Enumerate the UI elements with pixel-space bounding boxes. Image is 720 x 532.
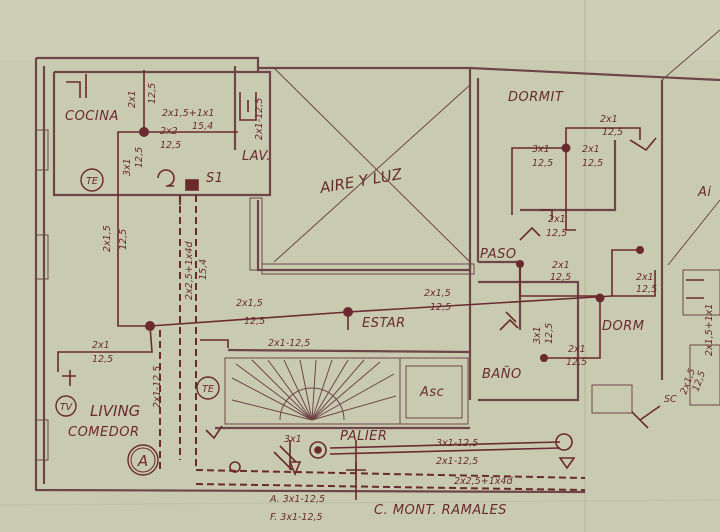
sc-label: SC — [664, 394, 677, 405]
wire-label: 3x1-12,5 — [436, 438, 478, 449]
wire-label: 2x1-12,5 — [254, 98, 265, 140]
junction-dot — [145, 321, 155, 331]
fixtures — [62, 74, 704, 480]
wire-label: 12,5 — [544, 323, 555, 344]
wire-label: 12,5 — [566, 357, 587, 368]
room-label-dormit: DORMIT — [508, 90, 564, 105]
wire-label: A. 3x1-12,5 — [269, 494, 325, 505]
wire-label: 12,5 — [636, 284, 657, 295]
section-mark-a: A — [137, 452, 148, 470]
wire-label: 2x1-12,5 — [268, 338, 310, 349]
sink-icon — [239, 92, 257, 121]
wire-label: 2x2,5+1x4d — [184, 241, 195, 300]
junction-dot — [540, 354, 548, 362]
wire-label: 2x1 — [582, 144, 600, 155]
wire-label: 2x1-12,5 — [436, 456, 478, 467]
wire-label: 2x1,5+1x1 — [162, 108, 214, 119]
wire-label: 12,5 — [244, 316, 265, 327]
wire-label: 15,4 — [192, 121, 213, 132]
wire-label: 2x1,5+1x1 — [704, 304, 715, 356]
wire-label: 12,5 — [134, 147, 145, 168]
wire-label: 15,4 — [198, 259, 209, 280]
room-label-lav: LAV. — [242, 149, 271, 164]
outlet-icon — [62, 370, 76, 386]
room-label-living: LIVING — [90, 402, 140, 420]
switch-icon — [157, 169, 175, 187]
mont-ramales-label: C. MONT. RAMALES — [374, 503, 507, 518]
room-label-comedor: COMEDOR — [68, 425, 140, 440]
wire-label: 12,5 — [118, 229, 129, 250]
wire-label: 12,5 — [92, 354, 113, 365]
wire-label: 12,5 — [160, 140, 181, 151]
switch-icon — [205, 425, 223, 440]
rising-main-icon — [273, 445, 297, 471]
room-label-dorm: DORM — [602, 319, 645, 334]
tv-symbol: TV — [60, 402, 74, 413]
room-label-bano: BAÑO — [482, 366, 522, 382]
wire-label: 2x1 — [552, 260, 570, 271]
triangle-icon — [558, 457, 576, 470]
walls — [34, 29, 720, 494]
ground-icon — [346, 462, 366, 480]
wire-label: 2x2,5+1x4d — [454, 476, 513, 487]
te-symbol-estar: TE — [202, 384, 214, 395]
wire-label: 3x1 — [122, 158, 133, 176]
wire-label: 3x1 — [532, 326, 543, 344]
junction-dot — [561, 143, 571, 153]
room-label-paso: PASO — [480, 247, 517, 262]
wire-label: 12,5 — [582, 158, 603, 169]
outlet-icon — [66, 74, 87, 98]
wire-label: 2x1,5 — [424, 288, 451, 299]
wire-label: 12,5 — [147, 83, 158, 104]
wire-label: 2x1 — [127, 90, 138, 108]
panel-board-icon — [185, 179, 199, 191]
room-label-asc: Asc — [419, 385, 444, 400]
wire-label: 2x1 — [92, 340, 110, 351]
wire-annotations: 2x1 12,5 2x1,5+1x1 15,4 2x2 12,5 3x1 12,… — [92, 83, 715, 523]
junction-dot — [343, 307, 353, 317]
outlet-icon — [686, 279, 704, 299]
wire-label: 2x1,5 — [102, 225, 113, 252]
wire-label: 12,5 — [550, 272, 571, 283]
wire-label: 2x1 — [600, 114, 618, 125]
wire-label: 2x1 — [548, 214, 566, 225]
lamp-icon — [499, 311, 519, 331]
switch-icon — [519, 226, 541, 241]
room-label-right-partial: Ai — [697, 185, 712, 200]
wire-label: 2x1,5 — [236, 298, 263, 309]
switch-icon — [629, 137, 657, 152]
junction-dot — [636, 246, 644, 254]
junction-dots — [139, 127, 644, 362]
circled-symbols: TE TE TV A — [55, 168, 220, 476]
s1-label: S1 — [206, 171, 224, 186]
room-label-palier: PALIER — [340, 429, 387, 444]
wire-label: 2x1 — [568, 344, 586, 355]
wire-label: 12,5 — [532, 158, 553, 169]
wire-label: 2x2 — [160, 126, 178, 137]
junction-dot — [595, 293, 605, 303]
outlet-icon — [540, 209, 553, 220]
wire-label: 12,5 — [546, 228, 567, 239]
wire-label: 2x1-12,5 — [152, 366, 163, 408]
wire-label: 12,5 — [430, 302, 451, 313]
junction-dot — [139, 127, 149, 137]
wire-label: 12,5 — [602, 127, 623, 138]
switch-icon — [631, 405, 661, 429]
dashed-risers — [159, 195, 586, 491]
wire-label: 3x1 — [532, 144, 550, 155]
wire-label: 2x1 — [636, 272, 654, 283]
room-label-cocina: COCINA — [65, 109, 119, 124]
junction-dot — [516, 260, 524, 268]
te-symbol-cocina: TE — [86, 176, 98, 187]
wire-label: F. 3x1-12,5 — [270, 512, 323, 523]
wire-label: 3x1 — [284, 434, 302, 445]
room-label-estar: ESTAR — [362, 316, 406, 331]
